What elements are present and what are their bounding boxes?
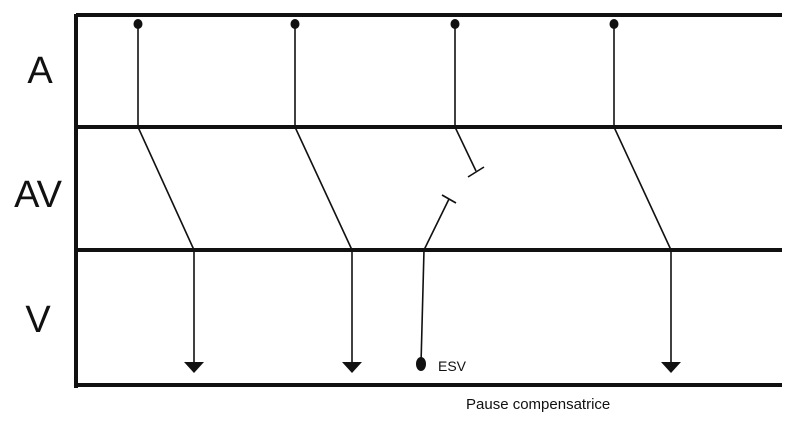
ventricular-arrowhead <box>184 362 204 373</box>
row-label-av: AV <box>14 174 63 216</box>
pause-caption: Pause compensatrice <box>466 396 610 413</box>
av-conduction <box>294 126 353 251</box>
beat-3-blocked <box>450 19 485 178</box>
beat-2 <box>290 19 362 373</box>
av-conduction <box>613 126 672 251</box>
retrograde-block-mark <box>441 194 457 204</box>
row-label-v: V <box>25 299 51 341</box>
beat-4 <box>609 19 681 373</box>
anterograde-block-mark <box>467 166 485 178</box>
row-label-a: A <box>27 50 53 92</box>
beat-1 <box>133 19 204 373</box>
esv-retrograde-conduction <box>423 198 450 251</box>
av-anterograde-blocked <box>454 126 477 172</box>
esv-ventricular-conduction <box>420 249 425 365</box>
av-conduction <box>137 126 195 251</box>
ectopic-ventricular-beat: ESV <box>416 194 467 374</box>
ventricular-arrowhead <box>342 362 362 373</box>
ventricular-arrowhead <box>661 362 681 373</box>
esv-label: ESV <box>438 358 467 374</box>
